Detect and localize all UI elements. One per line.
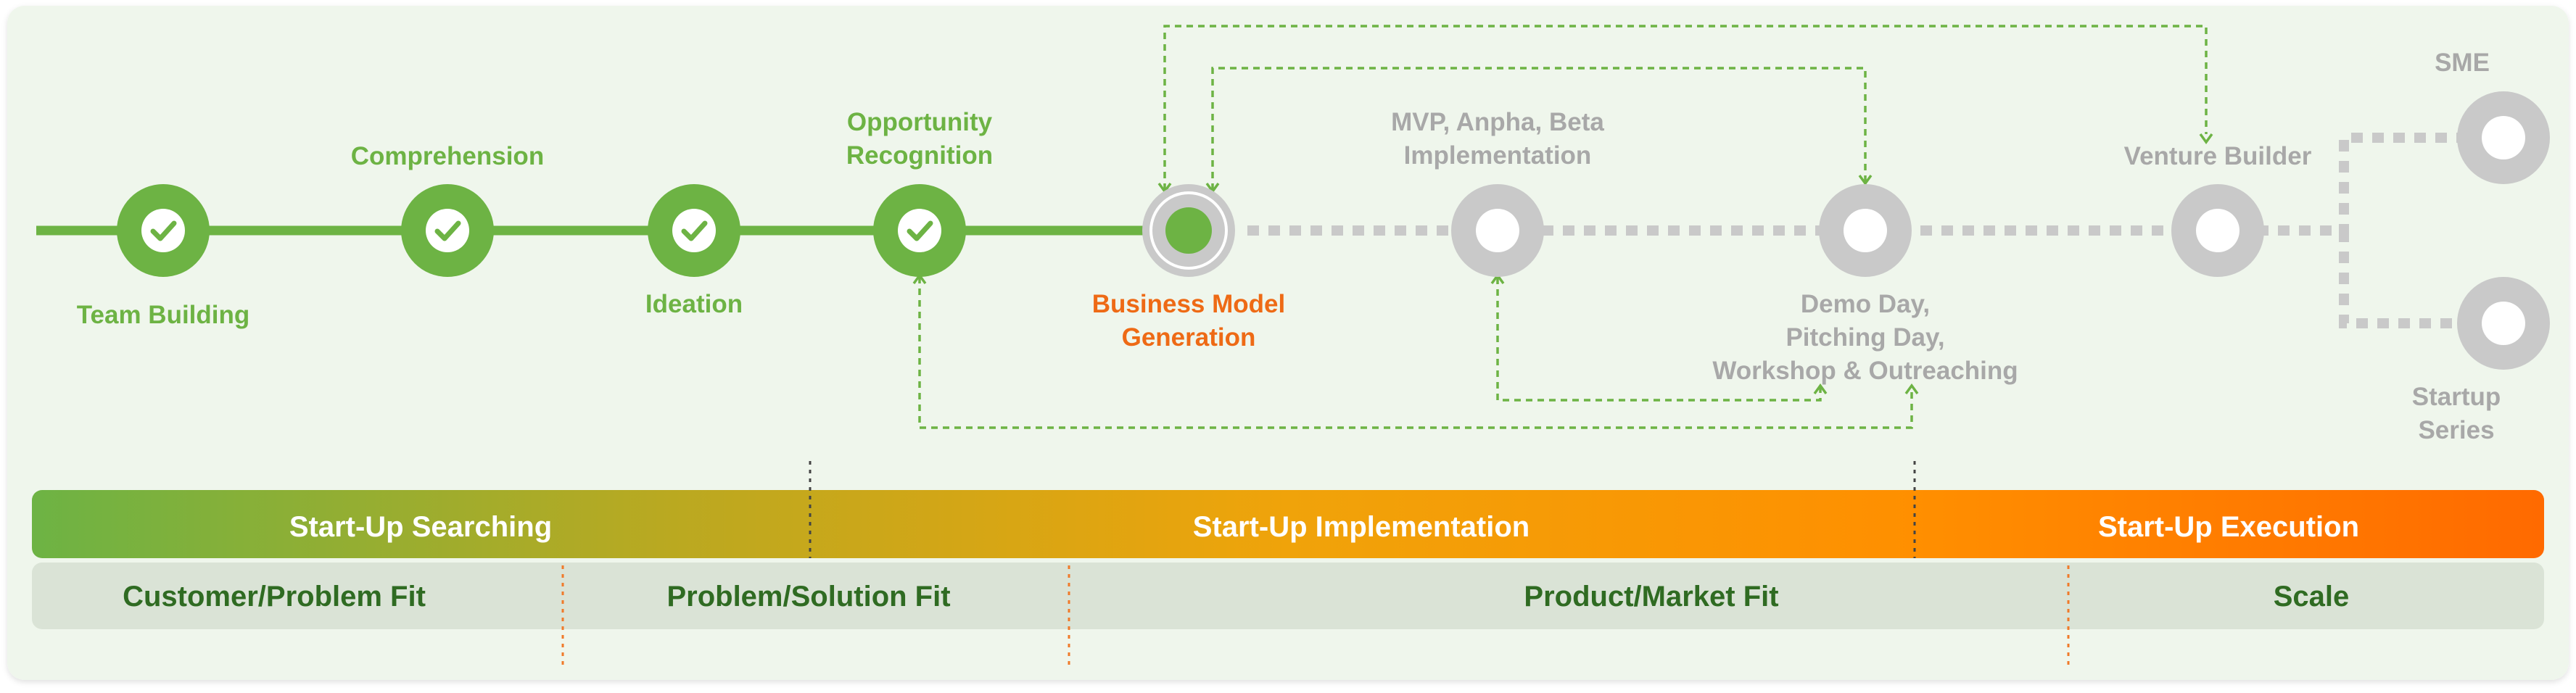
feedback-arrow-opportunity	[918, 277, 1913, 429]
milestone-node	[873, 184, 966, 277]
check-icon	[434, 220, 461, 241]
ring-icon	[2196, 209, 2239, 252]
check-badge	[898, 209, 941, 252]
check-badge	[672, 209, 716, 252]
milestone-node	[2457, 91, 2550, 184]
milestone-node	[648, 184, 740, 277]
ring-icon	[2482, 116, 2525, 159]
milestone-label: Opportunity	[847, 108, 993, 136]
milestone-label: MVP, Anpha, Beta	[1391, 108, 1604, 136]
milestone-label: Generation	[1122, 323, 1256, 352]
ring-icon	[1476, 209, 1519, 252]
check-badge	[426, 209, 469, 252]
branch-line-series	[2339, 231, 2459, 328]
milestone-label: Business Model	[1092, 290, 1285, 318]
milestone-node	[2457, 277, 2550, 370]
fit-bar-label: Product/Market Fit	[1524, 581, 1778, 613]
milestone-label: Pitching Day,	[1786, 323, 1944, 352]
milestone-node	[1451, 184, 1544, 277]
milestone-label: Ideation	[645, 290, 743, 318]
stage-bar-label: Start-Up Searching	[289, 511, 552, 543]
milestone-label: Demo Day,	[1801, 290, 1930, 318]
feedback-arrow-inner	[1211, 67, 1867, 190]
feedback-arrow-mvp	[1496, 278, 1822, 402]
milestone-node	[117, 184, 210, 277]
ring-icon	[1844, 209, 1887, 252]
milestone-label: Comprehension	[351, 142, 544, 170]
milestone-label: Recognition	[846, 141, 993, 170]
milestone-label: Implementation	[1404, 141, 1592, 170]
fit-bar-label: Scale	[2274, 581, 2350, 613]
ring-icon	[2482, 302, 2525, 345]
milestone-label: Team Building	[77, 301, 250, 329]
check-badge	[141, 209, 185, 252]
arrowhead-icon	[1904, 383, 1919, 395]
feedback-arrow-outer	[1163, 25, 2208, 190]
arrowhead-icon	[1858, 174, 1873, 186]
check-icon	[150, 220, 177, 241]
milestone-label: Venture Builder	[2124, 142, 2312, 170]
stage-bar	[32, 490, 2544, 558]
fit-bar	[32, 563, 2544, 629]
stage-bar-label: Start-Up Execution	[2098, 511, 2359, 543]
check-icon	[681, 220, 708, 241]
milestone-node	[401, 184, 494, 277]
milestone-node	[1142, 184, 1235, 277]
dot-icon	[1165, 207, 1212, 254]
milestone-node	[1819, 184, 1912, 277]
fit-bar-label: Customer/Problem Fit	[123, 581, 426, 613]
fit-bar-label: Problem/Solution Fit	[666, 581, 950, 613]
arrowhead-icon	[2199, 133, 2213, 144]
milestone-label: SME	[2435, 49, 2490, 77]
check-icon	[907, 220, 933, 241]
milestone-label: Startup	[2412, 383, 2501, 411]
arrowhead-icon	[1813, 383, 1828, 395]
milestone-label: Series	[2418, 416, 2494, 444]
milestone-label: Workshop & Outreaching	[1712, 357, 2018, 385]
stage-bar-label: Start-Up Implementation	[1193, 511, 1530, 543]
milestone-node	[2171, 184, 2264, 277]
